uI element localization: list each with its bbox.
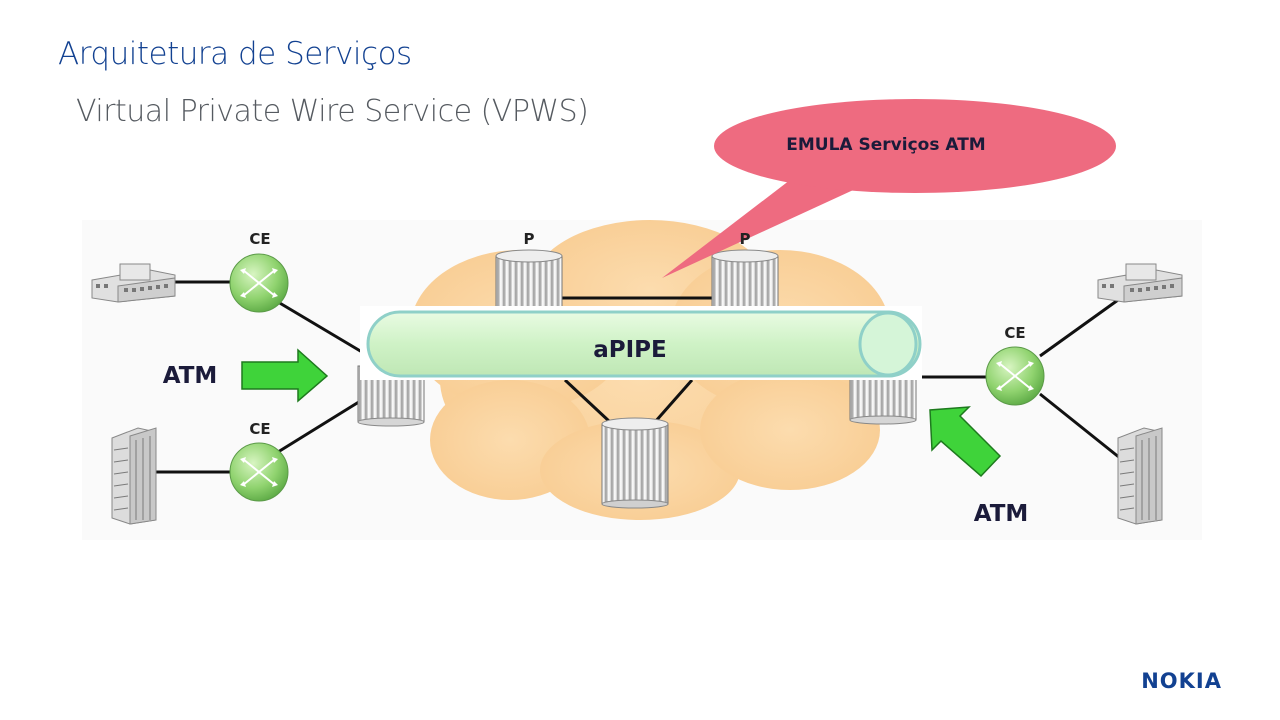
tower-building-icon <box>1117 427 1163 525</box>
nokia-logo: NOKIA <box>1141 669 1222 693</box>
p-label-right: P <box>740 230 751 248</box>
building-icon <box>1097 263 1183 303</box>
slide-title: Arquitetura de Serviços <box>58 36 412 72</box>
router-icon <box>229 442 289 502</box>
atm-label-right: ATM <box>974 501 1029 527</box>
p-router-icon <box>495 249 563 313</box>
ce-label-right: CE <box>1004 324 1025 342</box>
atm-label-left: ATM <box>163 363 218 389</box>
tower-building-icon <box>111 427 157 525</box>
p-router-icon <box>601 417 669 509</box>
apipe-tube <box>360 306 922 380</box>
arrow-icon <box>241 348 329 403</box>
p-router-icon <box>711 249 779 313</box>
connection-lines <box>155 280 1121 474</box>
p-label-left: P <box>524 230 535 248</box>
callout-text: EMULA Serviços ATM <box>786 135 985 155</box>
building-icon <box>91 263 176 303</box>
slide-subtitle: Virtual Private Wire Service (VPWS) <box>76 94 589 129</box>
router-icon <box>229 253 289 313</box>
arrow-icon <box>929 406 1002 478</box>
ce-label-top-left: CE <box>249 230 270 248</box>
router-icon <box>985 346 1045 406</box>
ce-label-bottom-left: CE <box>249 420 270 438</box>
pipe-label: aPIPE <box>593 337 667 363</box>
callout-bubble <box>662 99 1116 278</box>
